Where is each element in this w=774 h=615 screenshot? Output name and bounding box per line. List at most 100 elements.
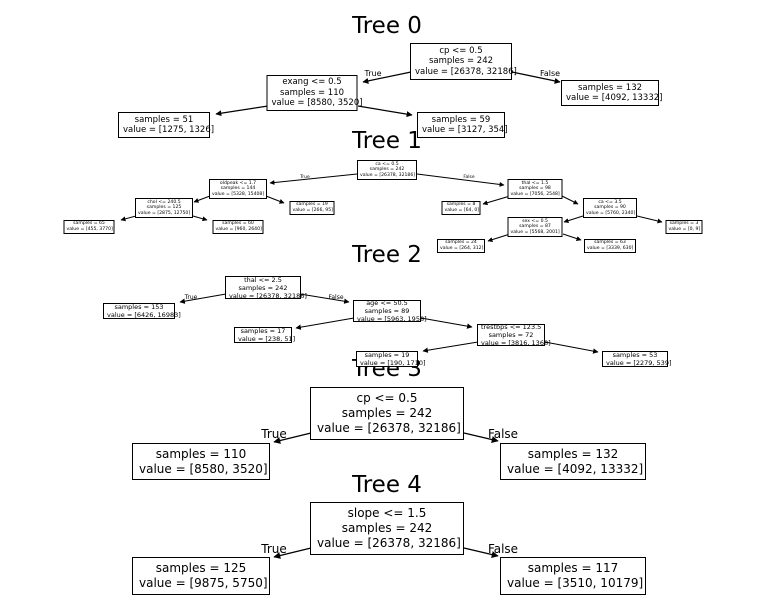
node-line: value = [238, 51] bbox=[238, 335, 296, 343]
tree-1-title: Tree 1 bbox=[352, 128, 422, 154]
node-line: value = [3127, 354] bbox=[422, 125, 508, 135]
node-line: samples = 17 bbox=[240, 327, 286, 335]
edge-t1-n2-n8 bbox=[561, 195, 579, 205]
node-line: value = [5760, 2340] bbox=[586, 210, 636, 216]
node-line: chol <= 240.5 bbox=[147, 199, 181, 205]
node-line: value = [2875, 12750] bbox=[138, 210, 191, 216]
tree-2-title: Tree 2 bbox=[352, 242, 422, 268]
edge-t1-n1-n4 bbox=[265, 195, 285, 204]
node-line: samples = 153 bbox=[114, 303, 164, 311]
edge-t1-n3-n5 bbox=[120, 215, 137, 222]
edge-t0-n1-n4 bbox=[357, 105, 413, 118]
edge-t1-n2-n7 bbox=[482, 195, 511, 206]
tree-0-node-1: exang <= 0.5 samples = 110 value = [8580… bbox=[266, 75, 363, 111]
node-line: age <= 50.5 bbox=[366, 299, 408, 307]
edge-t1-n8-n9 bbox=[563, 215, 584, 224]
tree-1-node-10: samples = 3 value = [0, 9] bbox=[665, 220, 703, 234]
node-line: value = [26378, 32186] bbox=[317, 536, 461, 550]
node-line: value = [26378, 32186] bbox=[360, 172, 416, 178]
node-line: value = [455, 3770] bbox=[66, 227, 113, 232]
tree-0-node-3: samples = 51 value = [1275, 1326] bbox=[118, 112, 214, 138]
tree-0-title: Tree 0 bbox=[352, 13, 422, 39]
node-line: samples = 242 bbox=[341, 521, 433, 535]
edge-t3-root-n2 bbox=[463, 432, 499, 443]
tree-1-node-7: samples = 8 value = [64, 0] bbox=[441, 201, 481, 215]
node-line: samples = 51 bbox=[134, 114, 194, 125]
edge-t2-root-n2 bbox=[299, 293, 350, 304]
node-line: value = [266, 95] bbox=[292, 208, 333, 213]
edge-t4-root-n1 bbox=[273, 547, 312, 559]
node-line: samples = 132 bbox=[577, 82, 643, 93]
tree-0-node-4: samples = 59 value = [3127, 354] bbox=[417, 112, 508, 138]
node-line: value = [8580, 3520] bbox=[139, 461, 268, 476]
tree-4-node-2: samples = 117 value = [3510, 10179] bbox=[500, 557, 646, 595]
node-line: value = [3510, 10179] bbox=[507, 576, 644, 590]
node-line: ca <= 0.5 bbox=[375, 161, 399, 167]
node-line: ca <= 3.5 bbox=[598, 199, 622, 205]
node-line: samples = 19 bbox=[296, 202, 328, 208]
tree-2-root-node: thal <= 2.5 samples = 242 value = [26378… bbox=[225, 276, 307, 300]
node-line: value = [190, 1710] bbox=[360, 359, 426, 367]
node-line: value = [960, 2640] bbox=[215, 227, 262, 232]
tree-1-root-node: ca <= 0.5 samples = 242 value = [26378, … bbox=[357, 160, 417, 180]
node-line: cp <= 0.5 bbox=[439, 45, 483, 56]
tree-4-false-label: False bbox=[487, 542, 519, 556]
node-line: samples = 242 bbox=[428, 56, 494, 67]
tree-1-node-8: ca <= 3.5 samples = 90 value = [5760, 23… bbox=[583, 198, 637, 218]
node-line: samples = 53 bbox=[612, 351, 658, 359]
node-line: samples = 125 bbox=[155, 561, 247, 575]
edge-t2-n4-n6 bbox=[544, 341, 599, 354]
tree-1-node-11: samples = 24 value = [264, 312] bbox=[437, 239, 485, 253]
edge-t3-root-n1 bbox=[273, 432, 312, 444]
edge-t1-n9-n11 bbox=[487, 233, 511, 243]
edge-t1-root-n2 bbox=[416, 173, 505, 187]
node-line: value = [5568, 2001] bbox=[510, 229, 560, 235]
edge-t1-n8-n10 bbox=[636, 215, 663, 224]
tree-1-node-3: chol <= 240.5 samples = 125 value = [287… bbox=[135, 198, 193, 218]
node-line: samples = 132 bbox=[527, 446, 619, 461]
node-line: value = [4092, 13332] bbox=[507, 461, 644, 476]
node-line: trestbps <= 123.5 bbox=[481, 323, 542, 331]
node-line: samples = 72 bbox=[488, 331, 534, 339]
tree-2-node-4: trestbps <= 123.5 samples = 72 value = [… bbox=[477, 323, 551, 347]
node-line: samples = 87 bbox=[519, 224, 551, 230]
tree-0-false-label: False bbox=[539, 69, 561, 78]
tree-1-node-5: samples = 65 value = [455, 3770] bbox=[63, 220, 115, 234]
edge-t1-root-n1 bbox=[269, 173, 358, 186]
tree-1-node-6: samples = 60 value = [960, 2640] bbox=[212, 220, 264, 234]
node-line: samples = 110 bbox=[155, 446, 247, 461]
node-line: cp <= 0.5 bbox=[356, 391, 418, 405]
tree-4-title: Tree 4 bbox=[352, 472, 422, 498]
node-line: thal <= 1.5 bbox=[521, 180, 549, 186]
node-line: samples = 24 bbox=[445, 240, 477, 246]
node-line: value = [8580, 3520] bbox=[271, 98, 363, 109]
node-line: samples = 117 bbox=[527, 561, 619, 575]
node-line: samples = 3 bbox=[669, 221, 699, 227]
tree-2-node-1: samples = 153 value = [6426, 16983] bbox=[103, 303, 181, 319]
edge-t0-n1-n3 bbox=[215, 105, 269, 117]
node-line: value = [4092, 13332] bbox=[566, 93, 663, 103]
tree-1-node-1: oldpeak <= 1.7 samples = 144 value = [53… bbox=[209, 179, 267, 199]
edge-t1-n3-n6 bbox=[192, 215, 208, 222]
tree-1-node-9: sex <= 0.5 samples = 87 value = [5568, 2… bbox=[507, 217, 563, 237]
node-line: value = [9875, 5750] bbox=[139, 576, 268, 590]
node-line: value = [5328, 15408] bbox=[212, 191, 265, 197]
node-line: samples = 89 bbox=[364, 307, 410, 315]
node-line: value = [6426, 16983] bbox=[107, 311, 181, 319]
edge-t2-root-n1 bbox=[179, 293, 227, 304]
edge-t4-root-n2 bbox=[463, 547, 499, 558]
node-line: samples = 8 bbox=[446, 202, 476, 208]
tree-1-false-label: False bbox=[463, 175, 475, 180]
node-line: samples = 110 bbox=[279, 87, 345, 98]
node-line: value = [7056, 2548] bbox=[510, 191, 560, 197]
node-line: samples = 60 bbox=[222, 221, 254, 227]
tree-2-false-label: False bbox=[328, 294, 344, 301]
node-line: samples = 65 bbox=[73, 221, 105, 227]
tree-2-true-label: True bbox=[184, 294, 198, 301]
node-line: samples = 90 bbox=[594, 205, 626, 211]
node-line: samples = 125 bbox=[146, 205, 182, 211]
node-line: exang <= 0.5 bbox=[282, 77, 342, 88]
edge-t2-n4-n5 bbox=[422, 341, 479, 353]
tree-4-true-label: True bbox=[261, 542, 287, 556]
tree-3-node-1: samples = 110 value = [8580, 3520] bbox=[132, 443, 270, 480]
